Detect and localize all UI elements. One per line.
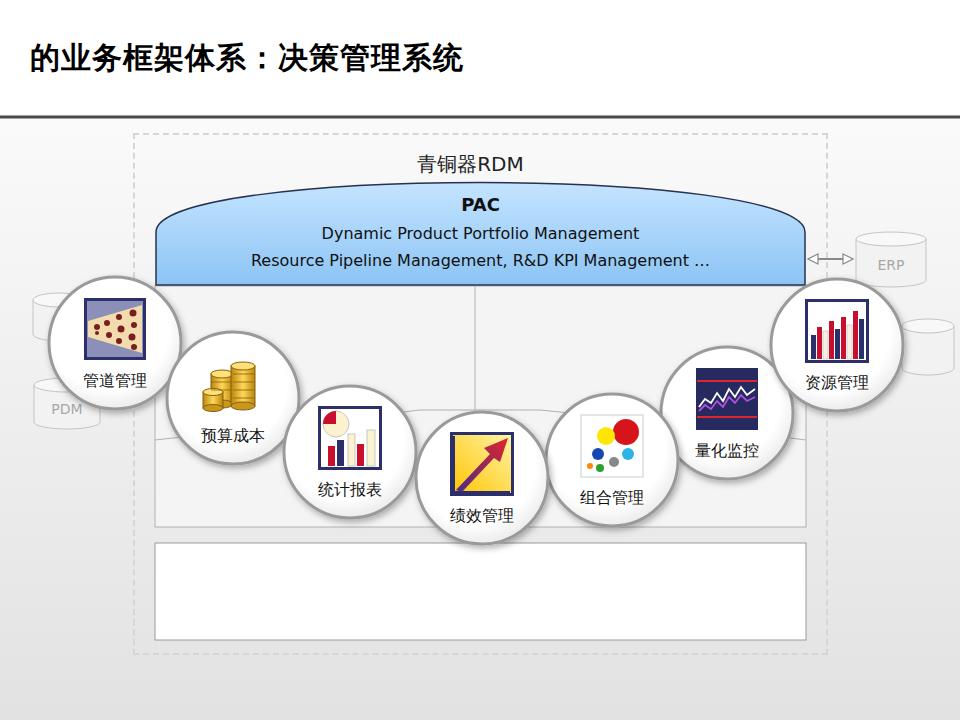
platform-feature: Dynamic Product Portfolio Management [155, 220, 806, 247]
module-circle-outline [282, 384, 418, 520]
base-panel [155, 543, 806, 640]
panel-divider [475, 286, 476, 410]
platform-feature: Resource Pipeline Management, R&D KPI Ma… [155, 247, 806, 274]
module-icon [696, 368, 758, 430]
module-icon [581, 415, 643, 477]
module-circle-outline [544, 392, 680, 528]
module-circle: 预算成本 [165, 330, 301, 466]
system-frame: 青铜器RDM PAC Dynamic Product Portfolio Manag… [133, 133, 828, 655]
module-circle: 组合管理 [544, 392, 680, 528]
icon-part [902, 319, 954, 333]
system-heading: 青铜器RDM [135, 151, 826, 177]
module-circle: 管道管理 [47, 275, 183, 411]
slide-title: 的业务框架体系：决策管理系统 [30, 38, 464, 79]
faint-cylinder [902, 319, 954, 375]
module-circle: 资源管理 [769, 277, 905, 413]
header-rule [0, 116, 960, 119]
module-icon [320, 408, 381, 469]
module-label: 组合管理 [544, 488, 680, 508]
module-circle-outline [414, 410, 550, 546]
module-circle-outline [769, 277, 905, 413]
module-circle-outline [165, 330, 301, 466]
module-label: 统计报表 [282, 480, 418, 500]
module-circle-outline [47, 275, 183, 411]
module-icon [84, 298, 146, 360]
dome-shape [156, 183, 805, 286]
module-label: 预算成本 [165, 426, 301, 446]
header-band [0, 0, 960, 114]
platform-heading: PAC [155, 194, 806, 216]
database-cylinder: ERP [855, 232, 927, 288]
module-label: 管道管理 [47, 371, 183, 391]
module-icon [807, 301, 868, 362]
system-label: ERP [855, 256, 927, 274]
module-label: 绩效管理 [414, 506, 550, 526]
module-circle: 统计报表 [282, 384, 418, 520]
platform-dome: PAC Dynamic Product Portfolio ManagementR… [155, 180, 806, 286]
function-panel [155, 286, 806, 527]
cylinder-top [856, 232, 926, 246]
cylinder-top [34, 378, 100, 392]
module-label: 资源管理 [769, 373, 905, 393]
header: 的业务框架体系：决策管理系统 [30, 38, 464, 79]
module-circle: 绩效管理 [414, 410, 550, 546]
module-icon [452, 434, 513, 495]
connector-arrow [809, 258, 852, 260]
module-icon [203, 362, 255, 412]
